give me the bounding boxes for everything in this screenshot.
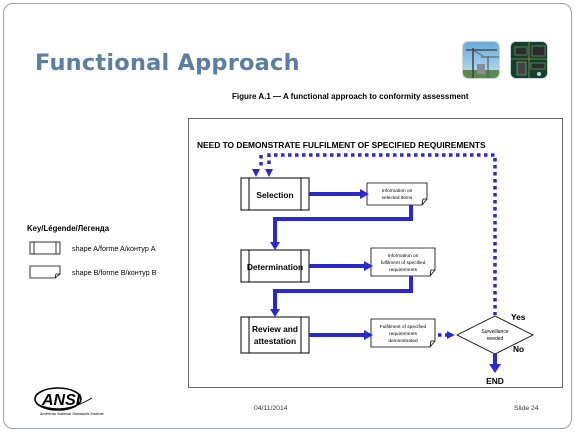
- step-determination-label: Determination: [247, 262, 303, 272]
- output-2-line-2: fulfilment of specified: [381, 260, 426, 266]
- arrowhead-to-end: [489, 364, 501, 373]
- decision-line-1: Surveillance: [481, 329, 508, 335]
- diagram-header: NEED TO DEMONSTRATE FULFILMENT OF SPECIF…: [197, 140, 486, 150]
- output-selected-items: Information on selected items: [366, 182, 428, 206]
- slide-title: Functional Approach: [35, 50, 300, 76]
- arrowhead-review-output: [364, 330, 373, 340]
- dotted-arrowhead-1: [252, 169, 260, 177]
- no-label: No: [513, 344, 524, 354]
- step-determination: Determination: [240, 249, 310, 283]
- step-review-label-1: Review and: [252, 324, 298, 334]
- step-review-attestation: Review and attestation: [240, 316, 310, 354]
- output-fulfilment-information: Information on fulfilment of specified r…: [370, 247, 436, 277]
- output-3-line-2: requirements: [389, 331, 418, 337]
- circuit-board-image: [510, 41, 548, 79]
- key-legend: Key/Légende/Легенда shape A/forme A/конт…: [27, 224, 197, 279]
- construction-crane-image: [462, 41, 500, 79]
- arrowhead-determination-output: [364, 261, 373, 271]
- output-3-line-3: demonstrated: [388, 338, 418, 344]
- output-3-line-1: Fulfilment of specified: [380, 324, 427, 330]
- arrowhead-selection-output: [360, 189, 369, 199]
- shape-a-label: shape A/forme A/контур A: [72, 244, 156, 253]
- dotted-arrowhead-2: [265, 169, 273, 177]
- slide-number: Slide 24: [514, 405, 539, 412]
- conformity-diagram: NEED TO DEMONSTRATE FULFILMENT OF SPECIF…: [197, 140, 534, 386]
- decision-line-2: needed: [487, 336, 504, 342]
- shape-b-label: shape B/forme B/контур B: [72, 268, 157, 277]
- logo-text: ANSI: [41, 392, 81, 409]
- slide-frame: [3, 3, 572, 429]
- step-review-label-2: attestation: [254, 336, 296, 346]
- footer-date: 04/11/2014: [254, 405, 288, 412]
- arrowhead-to-determination: [270, 242, 280, 250]
- ansi-logo: ANSI: [34, 387, 93, 411]
- decision-surveillance: Surveillance needed: [456, 315, 534, 355]
- diagram-frame: NEED TO DEMONSTRATE FULFILMENT OF SPECIF…: [188, 118, 563, 388]
- output-fulfilment-demonstrated: Fulfilment of specified requirements dem…: [370, 318, 436, 348]
- output-2-line-1: Information on: [388, 253, 419, 259]
- feedback-dotted-line: [259, 153, 497, 337]
- dotted-arrowhead-3: [447, 331, 455, 339]
- step-selection-label: Selection: [256, 190, 293, 200]
- figure-caption: Figure A.1 — A functional approach to co…: [232, 92, 469, 101]
- yes-label: Yes: [511, 312, 526, 322]
- output-1-line-2: selected items: [382, 195, 413, 201]
- key-title: Key/Légende/Легенда: [27, 224, 110, 233]
- key-row-shape-b: shape B/forme B/контур B: [27, 264, 197, 280]
- end-label: END: [486, 376, 504, 386]
- output-1-line-1: Information on: [382, 188, 413, 194]
- solid-flow-arrows: [273, 192, 497, 365]
- shape-a-icon: [29, 241, 61, 255]
- shape-b-icon: [29, 265, 61, 279]
- key-row-shape-a: shape A/forme A/контур A: [27, 240, 197, 256]
- logo-subtitle: American National Standards Institute: [40, 412, 104, 416]
- output-2-line-3: requirements: [389, 267, 418, 273]
- arrowhead-to-review: [270, 309, 280, 317]
- step-selection: Selection: [240, 177, 310, 211]
